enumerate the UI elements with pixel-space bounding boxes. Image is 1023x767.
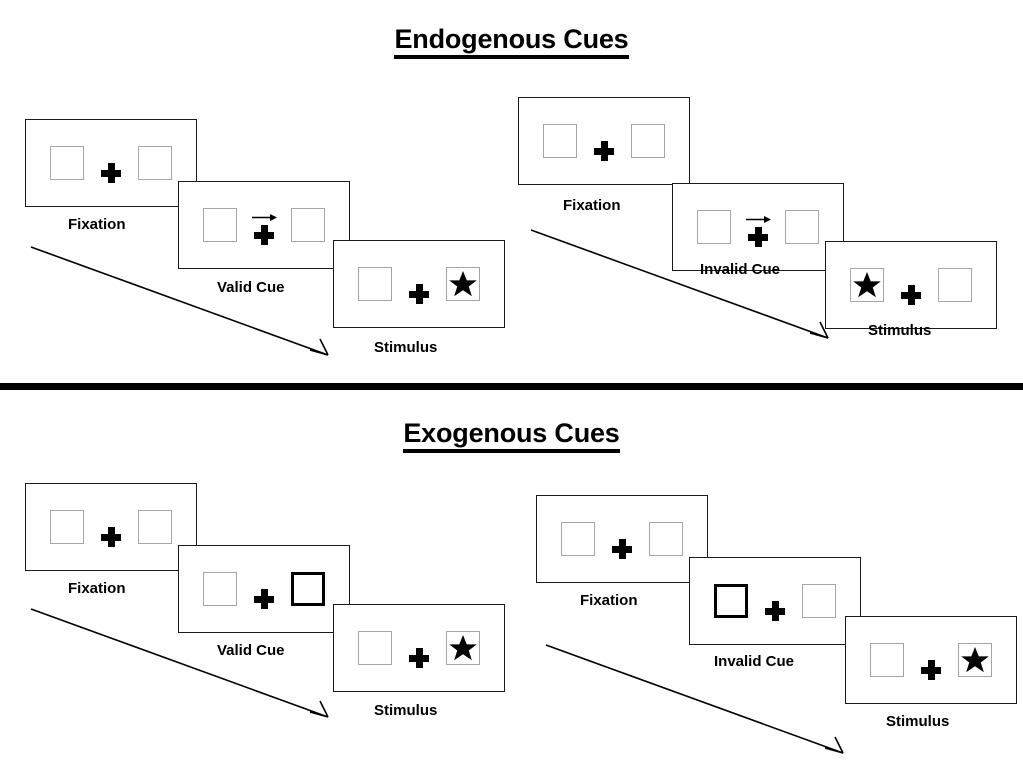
panel-exogenous-valid-stimulus[interactable] [333, 604, 505, 692]
right-placeholder-box [138, 510, 172, 544]
flow-arrow-endogenous-valid [30, 246, 329, 356]
panel-endogenous-invalid-fixation[interactable] [518, 97, 690, 185]
panel-label-endogenous-invalid-cue: Invalid Cue [700, 261, 781, 278]
right-placeholder-box [446, 267, 480, 301]
section-title-endogenous-text: Endogenous Cues [394, 24, 629, 59]
left-placeholder-box [850, 268, 884, 302]
center-cue-column [251, 569, 277, 609]
left-placeholder-box-cued [714, 584, 748, 618]
star-icon [449, 635, 477, 661]
panel-content [334, 605, 504, 691]
panel-content [826, 242, 996, 328]
panel-exogenous-invalid-stimulus[interactable] [845, 616, 1017, 704]
panel-content [673, 184, 843, 270]
panel-exogenous-valid-fixation[interactable] [25, 483, 197, 571]
panel-label-exogenous-valid-stimulus: Stimulus [374, 702, 438, 719]
left-placeholder-box [358, 267, 392, 301]
panel-label-exogenous-valid-cue: Valid Cue [217, 642, 285, 659]
center-cue-column [762, 581, 788, 621]
flow-arrow-endogenous-invalid [530, 229, 829, 339]
left-placeholder-box [870, 643, 904, 677]
left-placeholder-box [203, 208, 237, 242]
plus-icon [921, 660, 941, 680]
plus-icon [409, 648, 429, 668]
center-cue-column [745, 207, 771, 247]
plus-icon [748, 227, 768, 247]
panel-endogenous-valid-stimulus[interactable] [333, 240, 505, 328]
plus-icon [101, 163, 121, 183]
panel-label-exogenous-invalid-stimulus: Stimulus [886, 713, 950, 730]
panel-content [26, 120, 196, 206]
center-cue-column [898, 265, 924, 305]
right-placeholder-box [649, 522, 683, 556]
left-placeholder-box [203, 572, 237, 606]
panel-endogenous-invalid-stimulus[interactable] [825, 241, 997, 329]
center-cue-column [406, 628, 432, 668]
panel-content [26, 484, 196, 570]
left-placeholder-box [561, 522, 595, 556]
panel-label-endogenous-invalid-stimulus: Stimulus [868, 322, 932, 339]
section-title-exogenous-text: Exogenous Cues [403, 418, 620, 453]
center-cue-column [98, 143, 124, 183]
panel-endogenous-valid-cue[interactable] [178, 181, 350, 269]
plus-icon [254, 225, 274, 245]
left-placeholder-box [50, 146, 84, 180]
section-title-endogenous: Endogenous Cues [0, 24, 1023, 59]
right-placeholder-box [138, 146, 172, 180]
star-icon [449, 271, 477, 297]
center-cue-column [609, 519, 635, 559]
panel-label-exogenous-invalid-cue: Invalid Cue [714, 653, 795, 670]
right-placeholder-box [291, 208, 325, 242]
left-placeholder-box [358, 631, 392, 665]
panel-content [334, 241, 504, 327]
panel-exogenous-valid-cue[interactable] [178, 545, 350, 633]
section-divider [0, 383, 1023, 390]
panel-label-exogenous-invalid-fixation: Fixation [580, 592, 638, 609]
arrow-right-icon [746, 216, 771, 223]
right-placeholder-box [958, 643, 992, 677]
flow-arrow-exogenous-valid [30, 608, 329, 718]
panel-label-endogenous-valid-stimulus: Stimulus [374, 339, 438, 356]
center-cue-column [251, 205, 277, 245]
panel-label-endogenous-invalid-fixation: Fixation [563, 197, 621, 214]
right-placeholder-box [938, 268, 972, 302]
panel-endogenous-invalid-cue[interactable] [672, 183, 844, 271]
panel-label-endogenous-valid-cue: Valid Cue [217, 279, 285, 296]
panel-exogenous-invalid-cue[interactable] [689, 557, 861, 645]
right-placeholder-box [785, 210, 819, 244]
right-placeholder-box [631, 124, 665, 158]
plus-icon [612, 539, 632, 559]
star-icon [961, 647, 989, 673]
panel-label-endogenous-valid-fixation: Fixation [68, 216, 126, 233]
plus-icon [101, 527, 121, 547]
panel-label-exogenous-valid-fixation: Fixation [68, 580, 126, 597]
left-placeholder-box [50, 510, 84, 544]
center-cue-column [98, 507, 124, 547]
plus-icon [594, 141, 614, 161]
section-title-exogenous: Exogenous Cues [0, 418, 1023, 453]
star-icon [853, 272, 881, 298]
flow-arrow-exogenous-invalid [545, 644, 844, 754]
plus-icon [901, 285, 921, 305]
panel-exogenous-invalid-fixation[interactable] [536, 495, 708, 583]
left-placeholder-box [697, 210, 731, 244]
panel-endogenous-valid-fixation[interactable] [25, 119, 197, 207]
panel-content [179, 182, 349, 268]
right-placeholder-box [446, 631, 480, 665]
arrow-right-icon [252, 214, 277, 221]
panel-content [846, 617, 1016, 703]
plus-icon [765, 601, 785, 621]
panel-content [537, 496, 707, 582]
plus-icon [409, 284, 429, 304]
left-placeholder-box [543, 124, 577, 158]
panel-content [690, 558, 860, 644]
right-placeholder-box [802, 584, 836, 618]
right-placeholder-box-cued [291, 572, 325, 606]
center-cue-column [591, 121, 617, 161]
panel-content [179, 546, 349, 632]
center-cue-column [918, 640, 944, 680]
panel-content [519, 98, 689, 184]
center-cue-column [406, 264, 432, 304]
plus-icon [254, 589, 274, 609]
